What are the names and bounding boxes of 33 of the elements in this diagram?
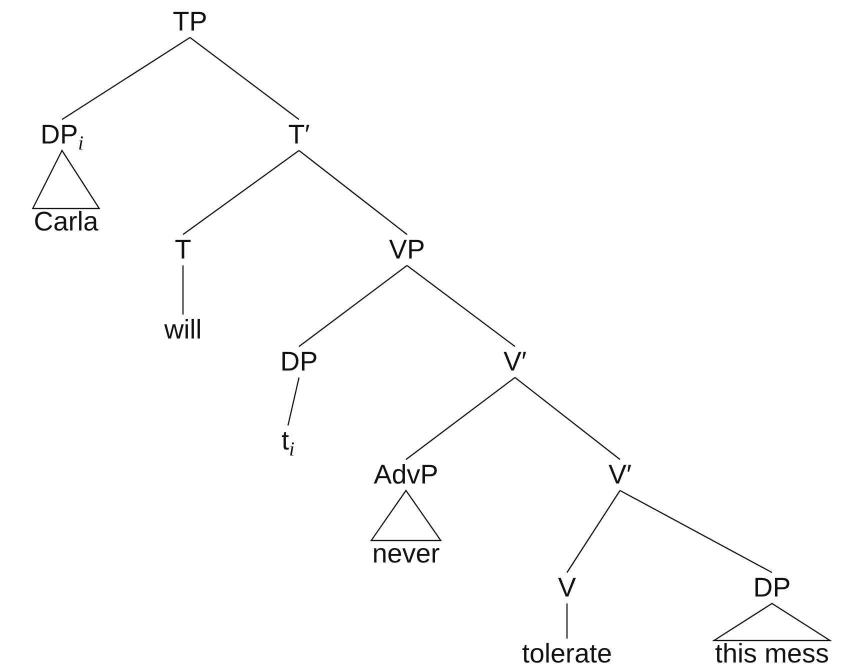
tree-label: DP: [752, 572, 792, 604]
branch-line: [298, 150, 408, 235]
tree-label: DP: [279, 346, 319, 378]
tree-label: T′: [287, 120, 311, 150]
branch-line: [62, 37, 190, 120]
branch-line: [182, 150, 300, 235]
branch-line: [298, 265, 408, 347]
tree-label: TP: [172, 6, 208, 38]
tree-label: DP$_{i}$: [39, 120, 85, 150]
tree-label: T: [174, 234, 192, 266]
tree-label: V′: [607, 460, 633, 490]
tree-label: t$_{i}$: [280, 426, 296, 456]
tree-label: tolerate: [520, 638, 614, 670]
tree-label: this mess: [714, 638, 830, 670]
branch-line: [514, 377, 620, 460]
roof-triangle: [712, 602, 832, 642]
roof-triangle: [370, 489, 442, 542]
tree-label: never: [371, 538, 441, 570]
tree-label: V: [557, 572, 577, 604]
tree-label: AdvP: [372, 460, 440, 490]
branch-line: [190, 37, 300, 120]
branch-line: [287, 377, 300, 426]
branch-line: [620, 490, 772, 574]
tree-label: VP: [388, 234, 426, 266]
roof-triangle: [32, 149, 100, 210]
branch-line: [406, 265, 516, 347]
branch-line: [406, 377, 516, 460]
tree-label: will: [163, 314, 203, 346]
branch-line: [566, 604, 568, 638]
branch-line: [182, 266, 184, 314]
tree-label: Carla: [32, 206, 100, 238]
tree-label: V′: [502, 346, 528, 378]
branch-line: [566, 490, 620, 573]
